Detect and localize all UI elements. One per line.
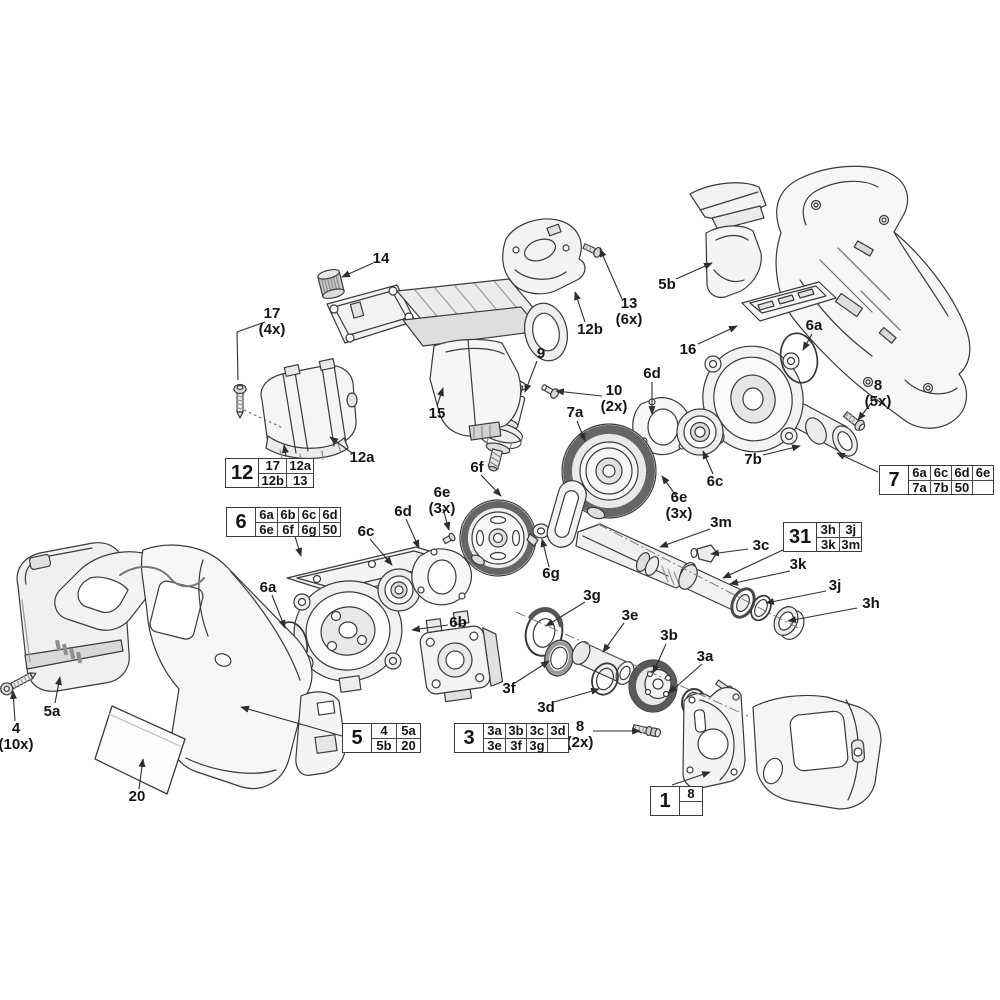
part-6g-bushing (526, 523, 550, 547)
right-housing-half (689, 165, 971, 429)
part-6e-screw-left (442, 532, 456, 545)
parts-table-7: 7 6a 6c 6d 6e 7a 7b 50 (879, 465, 994, 495)
part-6d-gasket-right (632, 397, 692, 456)
parts-table-12: 12 17 12a 12b 13 (225, 458, 315, 488)
callout-17: 17(4x) (258, 304, 286, 338)
part-3k-cylinder (678, 564, 756, 619)
part-5b-bracket (705, 225, 762, 298)
callout-4: 4(10x) (0, 719, 34, 753)
callout-8-5x: 8(5x) (864, 376, 892, 410)
centerlines (243, 409, 803, 717)
part-3j-ring (750, 594, 772, 622)
callout-5b: 5b (658, 275, 676, 293)
part-12b-bracket (502, 218, 586, 295)
part-15-motor-assembly (326, 278, 569, 441)
callout-5a: 5a (43, 702, 61, 720)
part-1-bracket (682, 686, 746, 789)
callout-12a: 12a (349, 448, 375, 466)
part-10-pin (541, 384, 560, 399)
part-16-plate (741, 281, 837, 322)
part-3b-gear (628, 659, 678, 713)
callout-3a: 3a (696, 647, 714, 665)
part-3c-clip (690, 544, 718, 563)
table-3-id: 3 (455, 724, 484, 752)
callout-13: 13(6x) (615, 294, 643, 328)
callout-3c: 3c (752, 536, 770, 554)
part-12a-end-cap (260, 358, 358, 463)
part-6-round-housing (293, 580, 403, 693)
callout-6d-left: 6d (394, 502, 412, 520)
callout-3m: 3m (710, 513, 732, 531)
part-3h-cap (773, 606, 805, 640)
callout-6c-right: 6c (706, 472, 724, 490)
parts-table-5: 5 4 5a 5b 20 (342, 723, 421, 753)
table-31-id: 31 (784, 523, 818, 551)
callout-12b: 12b (577, 320, 603, 338)
parts-table-1: 1 8 (650, 786, 703, 816)
part-6f-sprocket (459, 499, 537, 577)
table-12-id: 12 (226, 459, 260, 487)
callout-6c-left: 6c (357, 522, 375, 540)
callout-7a: 7a (566, 403, 584, 421)
part-6d-gasket-left (411, 548, 472, 606)
callout-3e: 3e (621, 606, 639, 624)
callout-6d-right: 6d (643, 364, 661, 382)
callout-6f: 6f (470, 458, 484, 476)
callout-6e-right: 6e(3x) (665, 488, 693, 522)
callout-20: 20 (128, 787, 146, 805)
callout-3j: 3j (828, 576, 842, 594)
part-8-screw-5x (842, 411, 866, 431)
part-spindle-yoke (546, 480, 587, 548)
callout-6a-left: 6a (259, 578, 277, 596)
callout-6g: 6g (542, 564, 560, 582)
part-4-screw (0, 672, 37, 696)
parts-table-31: 31 3h 3j 3k 3m (783, 522, 863, 552)
part-left-housing-half (54, 544, 346, 790)
callout-3d: 3d (537, 698, 555, 716)
table-1-id: 1 (651, 787, 680, 815)
callout-6a-right: 6a (805, 316, 823, 334)
callout-3b: 3b (660, 626, 678, 644)
table-6-id: 6 (227, 508, 256, 536)
leader-lines (10, 248, 879, 790)
table-7-id: 7 (880, 466, 909, 494)
part-7b-gear-housing (702, 345, 858, 457)
callout-3f: 3f (502, 679, 516, 697)
table-5-id: 5 (343, 724, 372, 752)
part-17-screw (233, 383, 247, 419)
callout-8-2x: 8(2x) (566, 717, 594, 751)
part-6b-gearbox (419, 610, 504, 703)
callout-15: 15 (428, 404, 446, 422)
callout-3h: 3h (862, 594, 880, 612)
parts-table-6: 6 6a 6b 6c 6d 6e 6f 6g 50 (226, 507, 341, 537)
parts-table-3: 3 3a 3b 3c 3d 3e 3f 3g (454, 723, 569, 753)
part-6c-bearing-right (676, 408, 724, 456)
callout-16: 16 (679, 340, 697, 358)
part-13-screw (582, 243, 603, 258)
part-20-label-sheet (94, 705, 186, 795)
part-6c-bearing-left (377, 568, 421, 612)
callout-14: 14 (372, 249, 390, 267)
callout-6e-left: 6e(3x) (428, 483, 456, 517)
part-3e-sleeve (571, 641, 635, 685)
part-6a-oring-right (779, 332, 819, 384)
callout-3g: 3g (583, 586, 601, 604)
callout-7b: 7b (744, 450, 762, 468)
part-1-front-cover (752, 694, 882, 810)
part-3f-ring (544, 639, 574, 677)
callout-3k: 3k (789, 555, 807, 573)
callout-10: 10(2x) (600, 381, 628, 415)
part-14-knurl (317, 268, 345, 300)
callout-6b: 6b (449, 613, 467, 631)
callout-9: 9 (536, 344, 546, 362)
